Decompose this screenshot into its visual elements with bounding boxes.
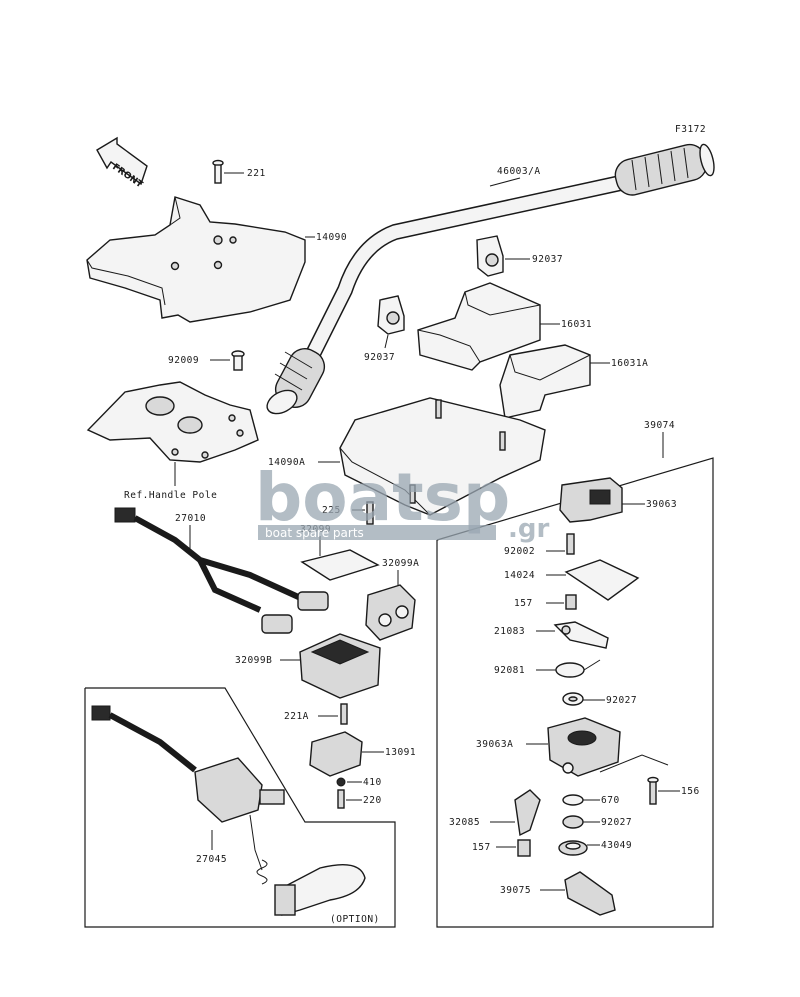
handle-pole-bracket: Ref.Handle Pole (86, 381, 259, 501)
callout-221A: 221A (284, 711, 309, 722)
washer-92027-upper: 92027 (562, 692, 637, 706)
screw-221A: 221A (284, 703, 348, 725)
option-label: (OPTION) (330, 914, 380, 925)
callout-157-lower: 157 (472, 842, 491, 853)
callout-32085: 32085 (449, 817, 480, 828)
lever-39075: 39075 (500, 871, 616, 916)
watermark-tld: .gr (508, 514, 549, 544)
callout-92002: 92002 (504, 546, 535, 557)
oring-670: 670 (562, 794, 620, 806)
callout-21083: 21083 (494, 626, 525, 637)
switch-cover-39063: 39063 (559, 477, 677, 523)
callout-92037-lower: 92037 (364, 352, 395, 363)
callout-43049: 43049 (601, 840, 632, 851)
switch-box-group-39074: 39074 (436, 420, 714, 928)
handlebar-46003A: 46003/A (266, 143, 715, 415)
screw-221: 221 (212, 159, 266, 184)
cover-14090A: 14090A (268, 397, 546, 516)
option-group-27045: 27045 (OPTION) (84, 687, 396, 928)
screw-92002: 92002 (504, 533, 575, 557)
callout-32099B: 32099B (235, 655, 272, 666)
clamp-92037-lower: 92037 (364, 295, 405, 363)
screw-156: 156 (647, 776, 700, 805)
bolt-157-lower: 157 (472, 839, 531, 857)
callout-14090A: 14090A (268, 457, 305, 468)
nut-410: 410 (336, 777, 382, 788)
callout-39063: 39063 (646, 499, 677, 510)
callout-14090: 14090 (316, 232, 347, 243)
callout-32099A: 32099A (382, 558, 419, 569)
callout-220: 220 (363, 795, 382, 806)
callout-39075: 39075 (500, 885, 531, 896)
callout-14024: 14024 (504, 570, 535, 581)
switch-housing-32099B: 32099B (235, 633, 381, 699)
cap-43049: 43049 (558, 840, 632, 856)
callout-46003A: 46003/A (497, 166, 541, 177)
part-32099A: 32099A (365, 558, 419, 641)
front-arrow-icon: FRONT (96, 136, 148, 191)
lever-21083: 21083 (494, 621, 609, 649)
callout-92027-upper: 92027 (606, 695, 637, 706)
ref-handle-pole-note: Ref.Handle Pole (124, 490, 217, 501)
watermark-brand: boatsp (255, 459, 510, 536)
cover-14090: 14090 (86, 196, 347, 323)
bolt-157-upper: 157 (514, 594, 577, 610)
holder-13091: 13091 (309, 731, 416, 777)
spring-92081: 92081 (494, 659, 601, 678)
washer-92027-lower: 92027 (562, 815, 632, 829)
callout-225: 225 (322, 505, 341, 516)
holder-16031: 16031 (417, 282, 592, 371)
lever-32085: 32085 (449, 789, 541, 837)
plate-14024: 14024 (504, 559, 640, 601)
housing-39063A: 39063A (476, 717, 669, 777)
callout-92027-lower: 92027 (601, 817, 632, 828)
harness-27010: 27010 (114, 507, 329, 634)
callout-92009: 92009 (168, 355, 199, 366)
screw-220: 220 (337, 789, 382, 809)
callout-27045: 27045 (196, 854, 227, 865)
watermark-tagline: boat spare parts (265, 526, 364, 540)
callout-670: 670 (601, 795, 620, 806)
callout-39074: 39074 (644, 420, 675, 431)
callout-221: 221 (247, 168, 266, 179)
callout-39063A: 39063A (476, 739, 513, 750)
watermark-logo: boatsp .gr boat spare parts (255, 459, 549, 544)
callout-16031A: 16031A (611, 358, 648, 369)
callout-92081: 92081 (494, 665, 525, 676)
callout-27010: 27010 (175, 513, 206, 524)
bolt-92009: 92009 (168, 350, 245, 371)
callout-410: 410 (363, 777, 382, 788)
callout-16031: 16031 (561, 319, 592, 330)
callout-13091: 13091 (385, 747, 416, 758)
callout-157-upper: 157 (514, 598, 533, 609)
clamp-92037-upper: 92037 (476, 235, 563, 277)
screw-225: 225 (322, 501, 374, 525)
holder-16031A: 16031A (499, 344, 648, 419)
callout-92037-upper: 92037 (532, 254, 563, 265)
figure-code: F3172 (675, 124, 706, 135)
callout-156: 156 (681, 786, 700, 797)
